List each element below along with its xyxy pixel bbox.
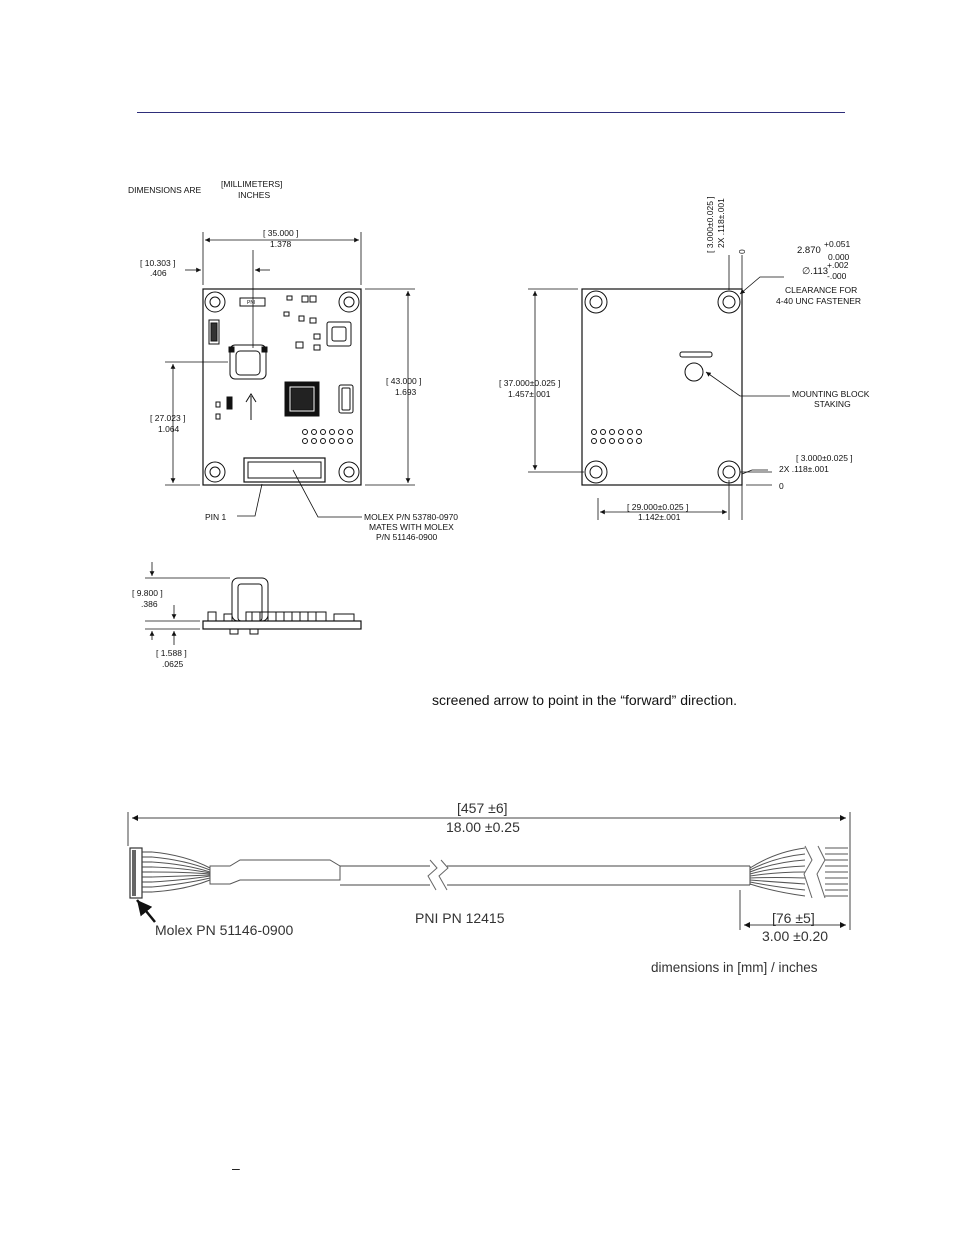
hole-dim-mm: 2.870 [797,245,821,256]
clearance-label-2: 4-40 UNC FASTENER [776,296,861,306]
hole-tol-minus-in: -.000 [827,271,847,281]
front-board-view [202,288,362,486]
dim-note-mm: [MILLIMETERS] [221,179,282,189]
cable-length-in: 18.00 ±0.25 [446,819,520,835]
hole-tol-minus: 0.000 [828,252,850,262]
back-height-in: 1.457±.001 [508,389,551,399]
clearance-label-1: CLEARANCE FOR [785,285,857,295]
front-mounting-hole [204,461,226,483]
inductor [326,321,352,347]
front-height-in: 1.693 [395,387,417,397]
mounting-block-staking [684,362,704,382]
forward-arrow-icon [245,393,257,420]
molex-label-2: MATES WITH MOLEX [369,522,454,532]
front-mounting-hole [338,291,360,313]
side-connector [208,319,220,345]
mounting-label-1: MOUNTING BLOCK [792,389,870,399]
back-bottom-dim-mm: [ 29.000±0.025 ] [627,502,688,512]
pin-header [302,429,353,444]
side-height-in: .386 [141,599,158,609]
cable-end-mm: [76 ±5] [772,910,815,926]
hole-tol-plus-in: +.002 [827,260,849,270]
dim-note-in: INCHES [238,190,270,200]
back-dimension-lines [528,255,790,520]
cable-length-mm: [457 ±6] [457,800,508,816]
cable-end-in: 3.00 ±0.20 [762,928,828,944]
back-zero-top: 0 [737,249,747,254]
chip-label: PNI [247,300,255,306]
back-top-dim-mm: [ 3.000±0.025 ] [705,196,715,253]
front-width-in: 1.378 [270,239,292,249]
back-right-dim-in: 2X .118±.001 [779,464,829,474]
body-text: screened arrow to point in the “forward”… [432,692,738,708]
header-rule [137,112,845,113]
molex-label-3: P/N 51146-0900 [376,532,438,542]
dim-note-prefix: DIMENSIONS ARE [128,185,202,195]
front-dimension-lines [165,232,415,518]
mounting-slot [679,351,713,358]
back-top-dim-in: 2X .118±.001 [716,198,726,248]
front-sub-height-mm: [ 27.023 ] [150,413,185,423]
footer-dash: – [232,1160,240,1176]
back-pin-header [591,429,642,444]
back-board-view [581,288,743,486]
back-mounting-hole [584,460,608,484]
molex-connector [243,457,326,483]
cable-units-note: dimensions in [mm] / inches [651,960,818,975]
back-mounting-hole [584,290,608,314]
board-label-chip [239,297,266,307]
front-height-mm: [ 43.000 ] [386,376,421,386]
back-bottom-dim-in: 1.142±.001 [638,512,681,522]
sensor-component [229,344,267,380]
crystal [338,384,354,414]
cable-assembly [127,812,851,930]
cable-connector [129,847,152,899]
cable-connector-label: Molex PN 51146-0900 [155,922,293,938]
side-view [202,577,362,635]
hole-tol-plus: +0.051 [824,239,851,249]
back-right-dim-mm: [ 3.000±0.025 ] [796,453,853,463]
side-thick-in: .0625 [162,659,184,669]
side-thick-mm: [ 1.588 ] [156,648,187,658]
mounting-label-2: STAKING [814,399,851,409]
microcontroller-chip [284,381,320,417]
front-mounting-hole [204,291,226,313]
pin1-label: PIN 1 [205,512,227,522]
side-dimension-lines [145,562,230,645]
back-mounting-hole [717,290,741,314]
back-height-mm: [ 37.000±0.025 ] [499,378,560,388]
front-mounting-hole [338,461,360,483]
hole-dim-in: ∅.113 [802,266,828,277]
front-sub-height-in: 1.064 [158,424,180,434]
front-width-mm: [ 35.000 ] [263,228,298,238]
side-height-mm: [ 9.800 ] [132,588,163,598]
molex-label-1: MOLEX P/N 53780-0970 [364,512,458,522]
front-offset-mm: [ 10.303 ] [140,258,175,268]
cable-part-label: PNI PN 12415 [415,910,505,926]
front-offset-in: .406 [150,268,167,278]
back-zero-right: 0 [779,481,784,491]
